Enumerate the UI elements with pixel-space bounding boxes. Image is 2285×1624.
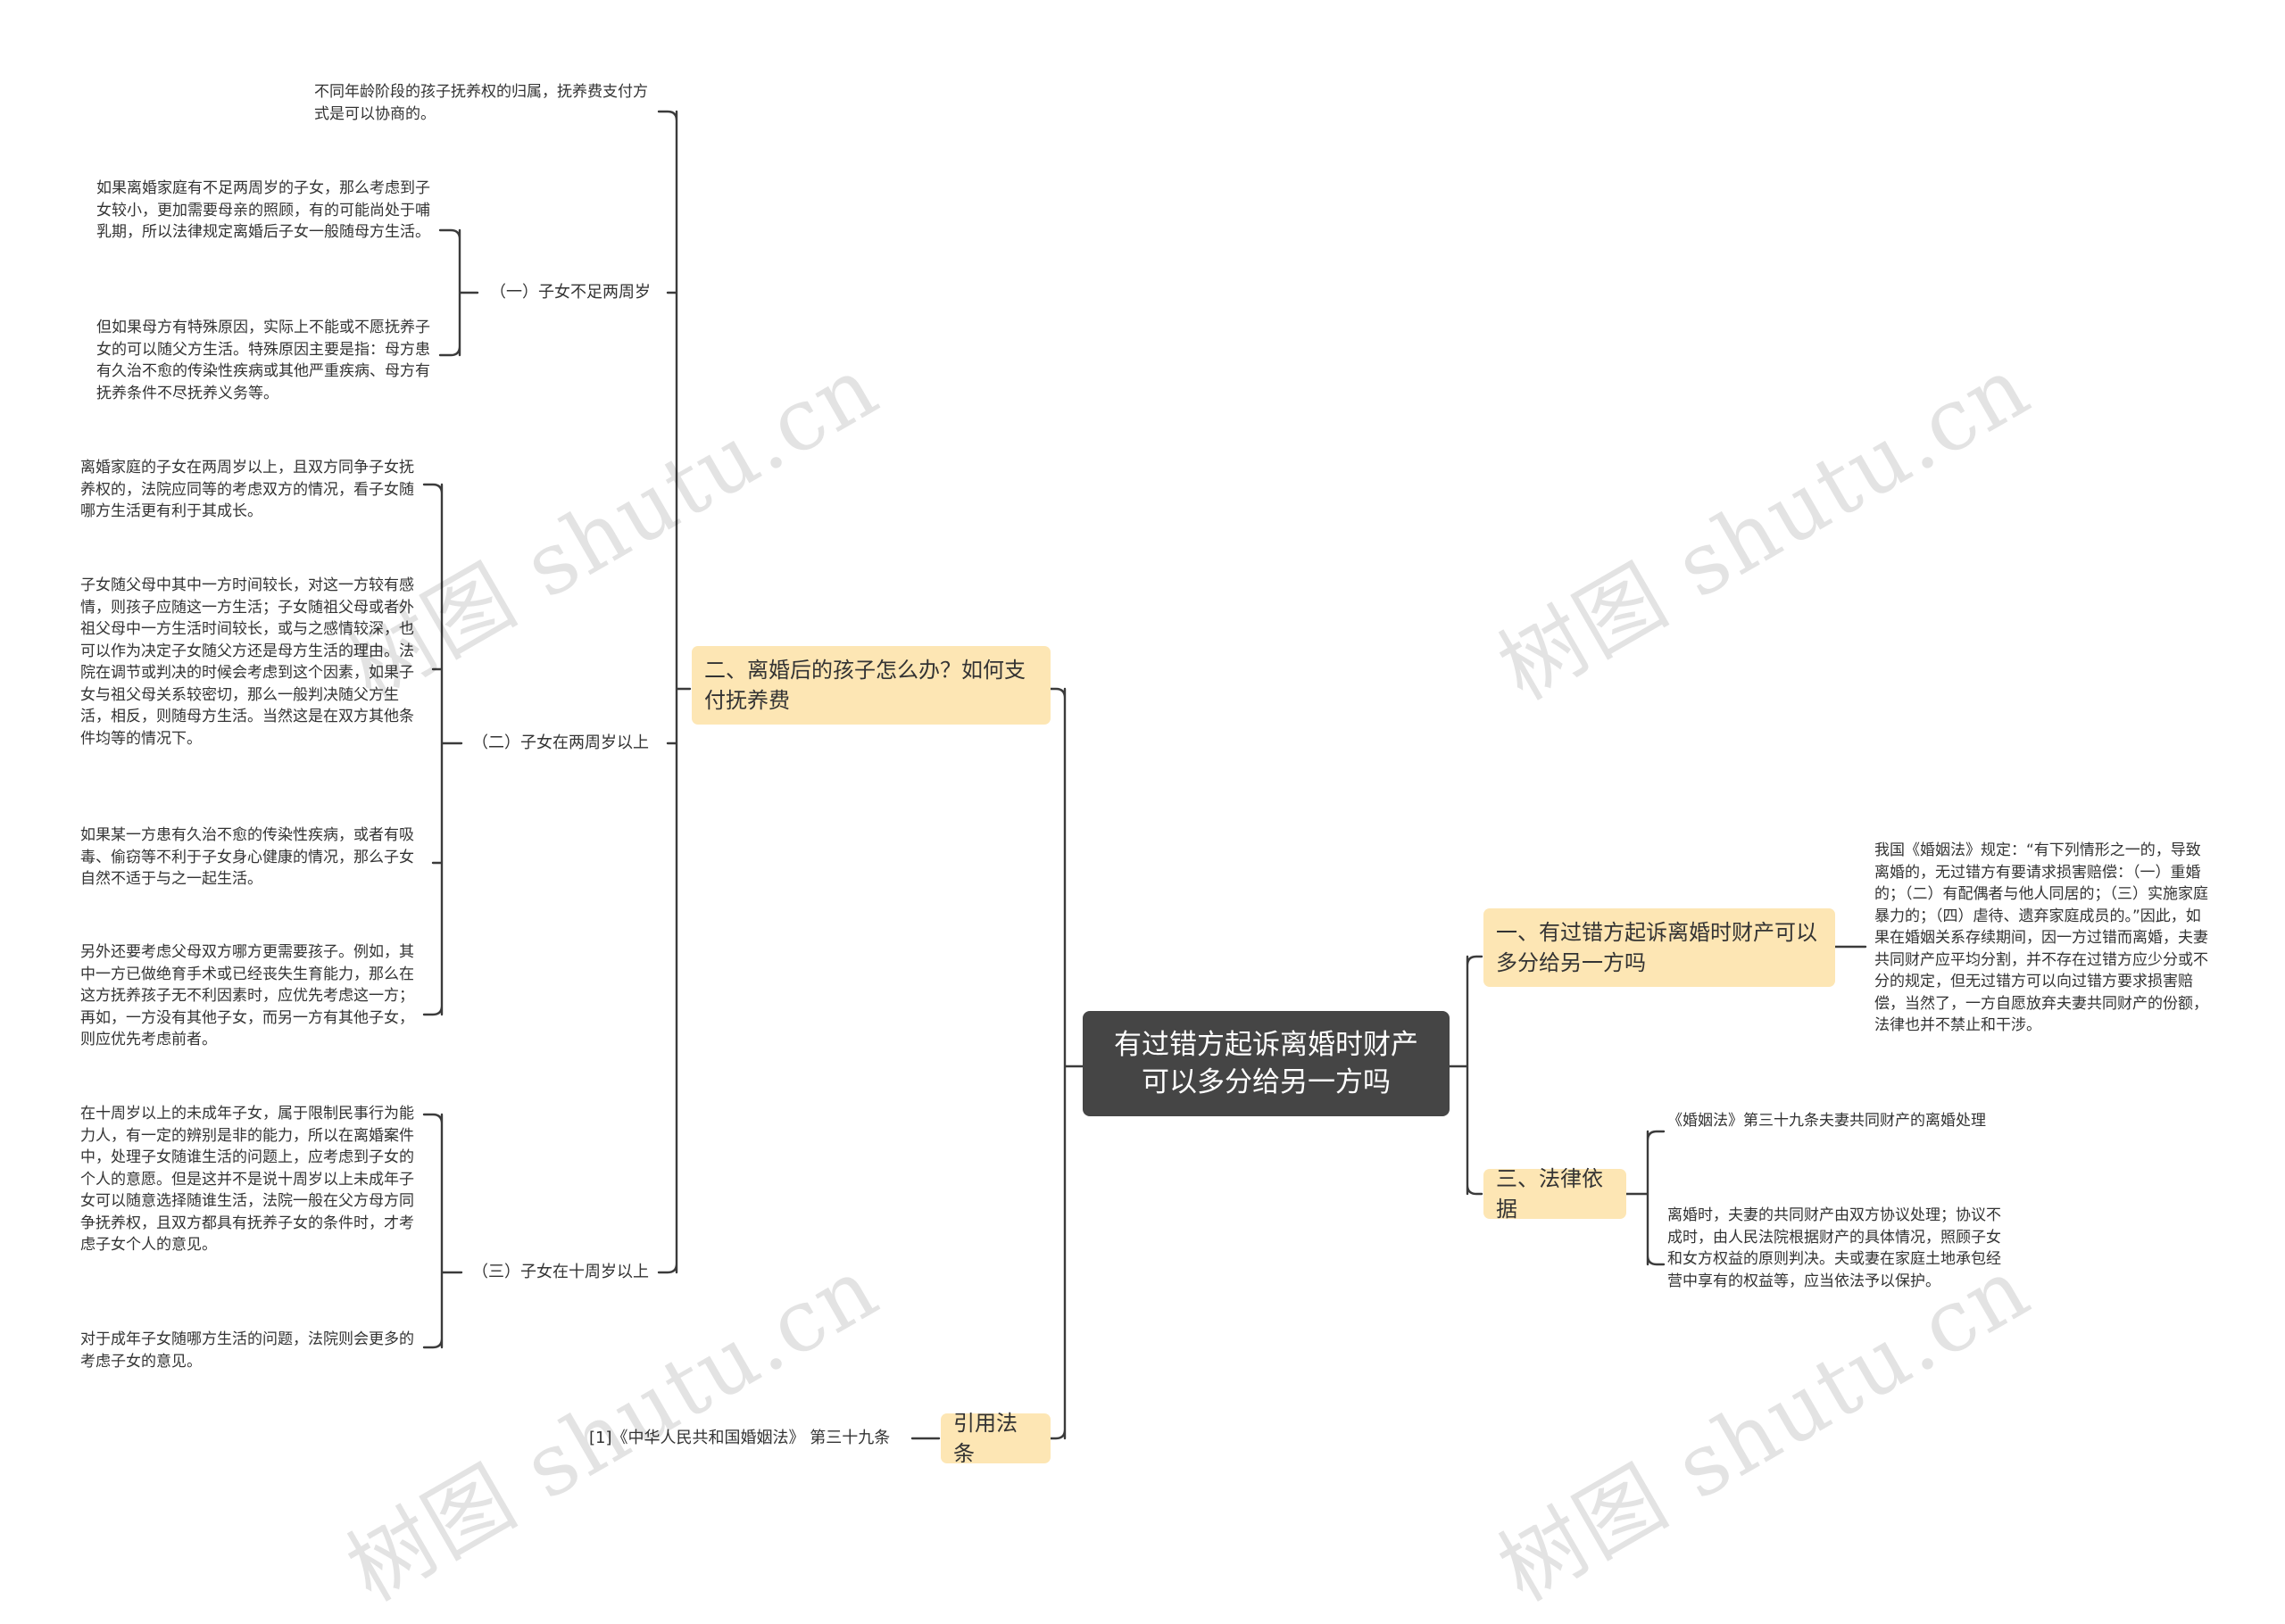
root-topic-title: 有过错方起诉离婚时财产可以多分给另一方吗 — [1114, 1029, 1418, 1098]
branch-children-custody-label: 二、离婚后的孩子怎么办？如何支付抚养费 — [704, 658, 1026, 713]
leaf-over-two-2: 子女随父母中其中一方时间较长，对这一方较有感情，则孩子应随这一方生活；子女随祖父… — [80, 576, 414, 748]
leaf-under-two-2: 但如果母方有特殊原因，实际上不能或不愿抚养子女的可以随父方生活。特殊原因主要是指… — [96, 319, 430, 402]
group-over-ten[interactable]: （三）子女在十周岁以上 — [472, 1263, 649, 1281]
branch-legal-basis[interactable]: 三、法律依据 — [1483, 1166, 1626, 1222]
leaf-over-ten-2: 对于成年子女随哪方生活的问题，法院则会更多的考虑子女的意见。 — [80, 1330, 414, 1371]
leaf-legal-text: 离婚时，夫妻的共同财产由双方协议处理；协议不成时，由人民法院根据财产的具体情况，… — [1667, 1206, 2001, 1290]
connector-group1 — [438, 228, 479, 357]
connector-children-spine — [657, 110, 692, 1274]
branch-citation[interactable]: 引用法条 — [941, 1411, 1051, 1466]
leaf-intro: 不同年龄阶段的孩子抚养权的归属，抚养费支付方式是可以协商的。 — [314, 83, 648, 123]
group-over-two[interactable]: （二）子女在两周岁以上 — [472, 733, 649, 752]
connector-lines — [422, 110, 1867, 1440]
leaf-over-two-3: 如果某一方患有久治不愈的传染性疾病，或者有吸毒、偷窃等不利于子女身心健康的情况，… — [80, 826, 414, 888]
connector-group3 — [422, 1113, 463, 1349]
root-topic[interactable]: 有过错方起诉离婚时财产可以多分给另一方吗 — [1083, 1011, 1450, 1116]
citation-reference[interactable]: [1]《中华人民共和国婚姻法》 第三十九条 — [589, 1429, 891, 1447]
group-under-two[interactable]: （一）子女不足两周岁 — [490, 283, 651, 302]
leaf-over-ten-1: 在十周岁以上的未成年子女，属于限制民事行为能力人，有一定的辨别是非的能力，所以在… — [80, 1105, 414, 1254]
leaf-under-two-1: 如果离婚家庭有不足两周岁的子女，那么考虑到子女较小，更加需要母亲的照顾，有的可能… — [96, 179, 430, 241]
branch-children-custody[interactable]: 二、离婚后的孩子怎么办？如何支付抚养费 — [692, 646, 1051, 725]
connector-root-left — [1049, 687, 1084, 1440]
connector-root-right — [1448, 955, 1483, 1196]
branch-property-division[interactable]: 一、有过错方起诉离婚时财产可以多分给另一方吗 — [1483, 908, 1835, 987]
connector-legal — [1624, 1130, 1666, 1266]
branch-citation-label: 引用法条 — [953, 1411, 1018, 1466]
branch-legal-basis-label: 三、法律依据 — [1496, 1166, 1603, 1222]
leaf-property-law: 我国《婚姻法》规定：“有下列情形之一的，导致离婚的，无过错方有要请求损害赔偿：（… — [1874, 841, 2208, 1034]
leaf-legal-article: 《婚姻法》第三十九条夫妻共同财产的离婚处理 — [1667, 1112, 1986, 1130]
branch-property-division-label: 一、有过错方起诉离婚时财产可以多分给另一方吗 — [1496, 920, 1817, 975]
leaf-over-two-4: 另外还要考虑父母双方哪方更需要孩子。例如，其中一方已做绝育手术或已经丧失生育能力… — [80, 943, 414, 1048]
leaf-over-two-1: 离婚家庭的子女在两周岁以上，且双方同争子女抚养权的，法院应同等的考虑双方的情况，… — [80, 459, 414, 520]
mind-map-canvas: 有过错方起诉离婚时财产可以多分给另一方吗 二、离婚后的孩子怎么办？如何支付抚养费… — [80, 83, 2208, 1620]
connector-group2 — [422, 483, 463, 1016]
